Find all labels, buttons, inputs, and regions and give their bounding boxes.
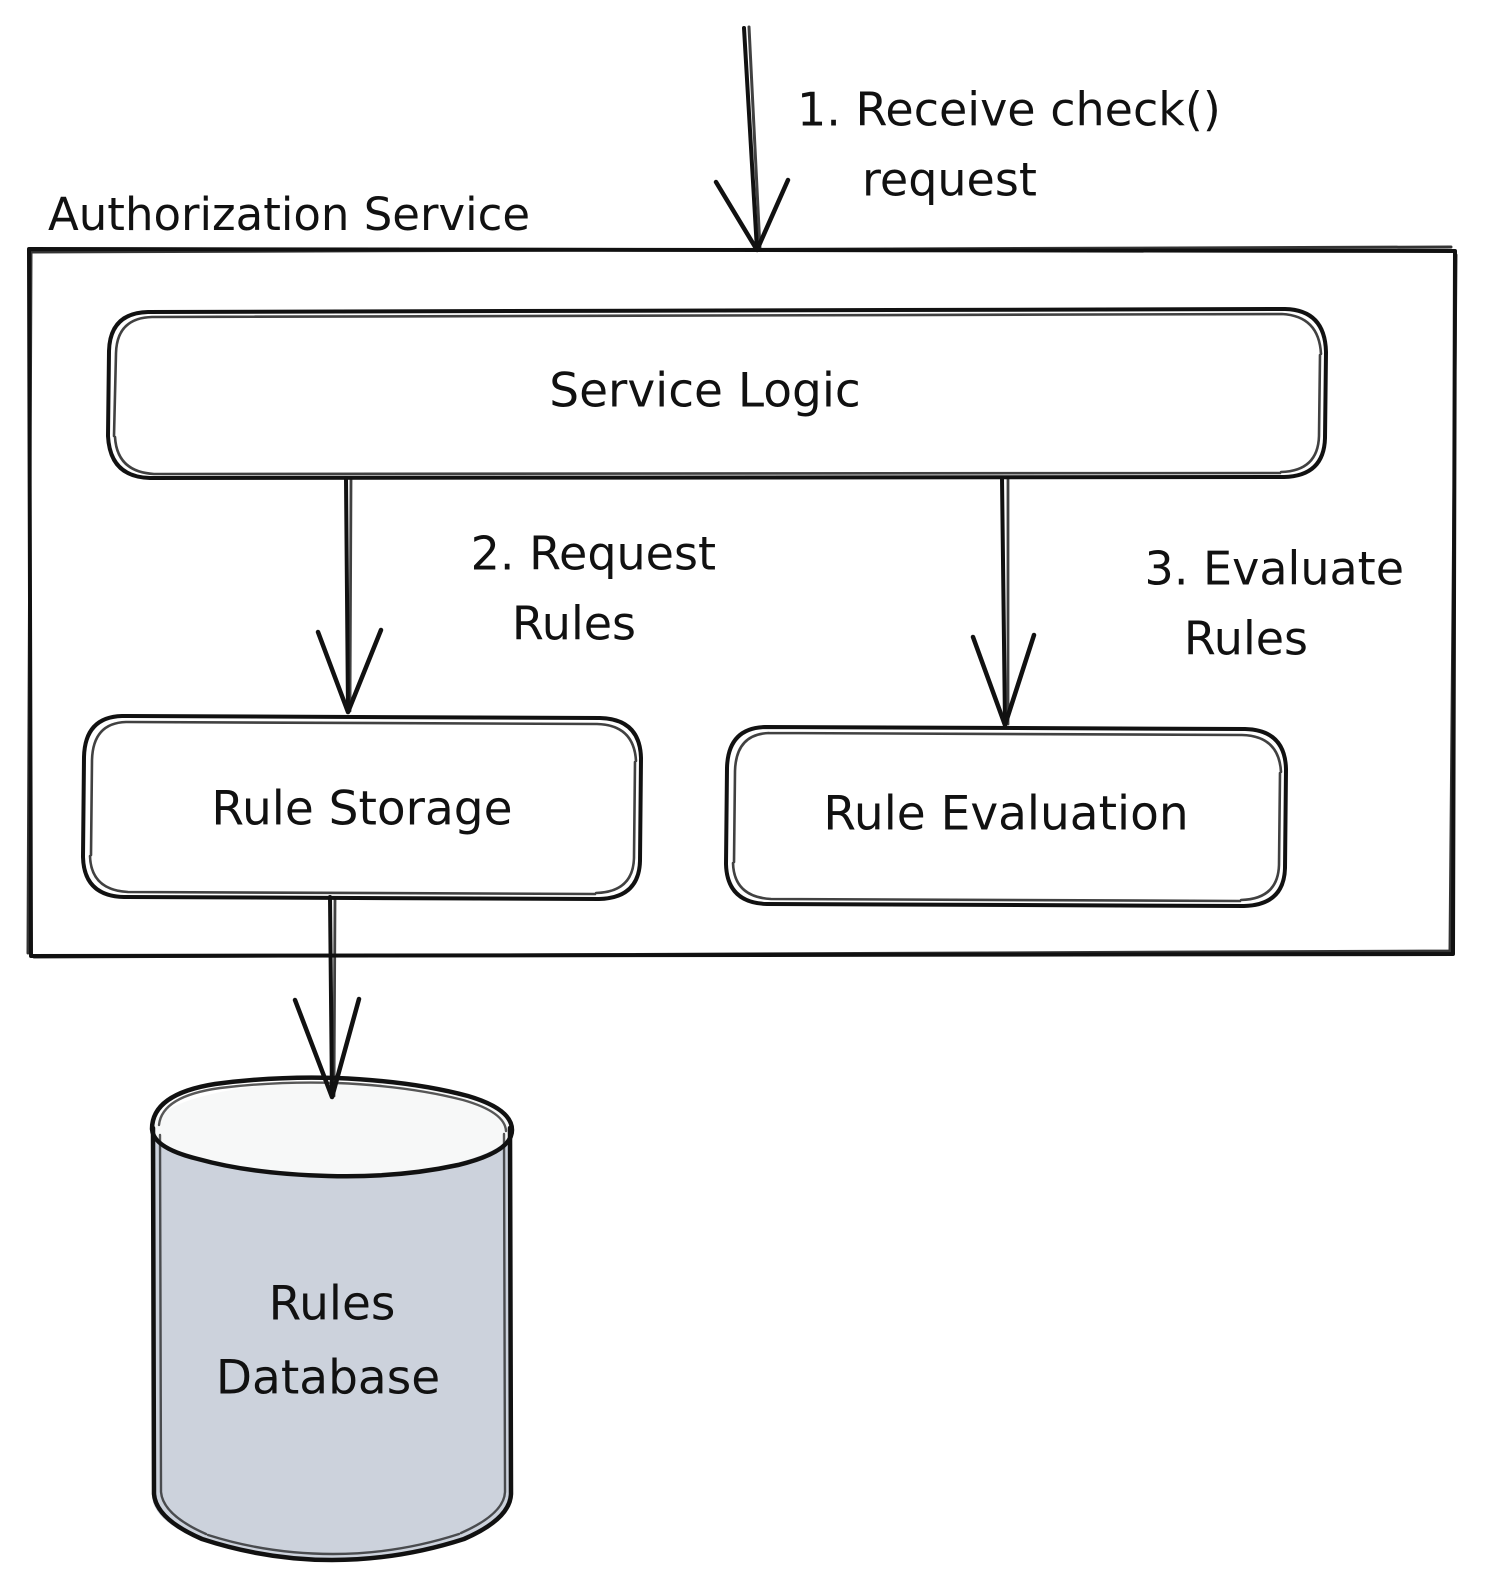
edge-1-label-line2: request [862, 153, 1037, 207]
node-rule-storage[interactable] [81, 714, 643, 901]
service-logic-box-sketch [112, 312, 1323, 476]
cylinder-body-fill [152, 1129, 512, 1562]
rule-evaluation-box-sketch [731, 731, 1283, 903]
cylinder-body-outline [150, 1125, 514, 1563]
node-rule-evaluation[interactable] [724, 725, 1288, 908]
edge-2-label-line1: 2. Request [471, 527, 716, 581]
edge-2-line [344, 476, 350, 714]
service-logic-label: Service Logic [549, 364, 861, 419]
rules-database-label-line2: Database [216, 1351, 440, 1406]
rule-storage-box-sketch [88, 720, 638, 896]
cylinder-top-fill [152, 1082, 512, 1176]
service-logic-box-primary [106, 307, 1328, 480]
edge-4-arrowhead [292, 996, 362, 1100]
edge-4-line-sketch [332, 898, 337, 1098]
rule-evaluation-label: Rule Evaluation [823, 787, 1188, 842]
rule-storage-box-primary [81, 714, 643, 901]
container-outline-sketch [26, 245, 1458, 959]
edge-1-label-line1: 1. Receive check() [797, 83, 1221, 137]
edge-3-arrowhead [970, 632, 1037, 728]
cylinder-body-outline-sketch [158, 1132, 507, 1556]
edge-4-storage-to-database [292, 895, 362, 1100]
edge-1-arrowhead [713, 177, 791, 253]
rule-storage-label: Rule Storage [211, 782, 512, 837]
rule-evaluation-box-primary [724, 725, 1288, 908]
edge-3-label-line2: Rules [1184, 612, 1308, 666]
edge-1-line [742, 26, 759, 252]
edge-2-request-rules [315, 476, 384, 715]
container-label: Authorization Service [48, 188, 530, 241]
edge-3-label-line1: 3. Evaluate [1145, 542, 1404, 596]
cylinder-top-outline [149, 1075, 515, 1179]
edge-1-receive-check-request [713, 25, 791, 253]
edge-2-label-line2: Rules [512, 597, 636, 651]
node-rules-database[interactable] [149, 1075, 515, 1563]
edge-1-line-sketch [747, 25, 762, 251]
edge-4-line [328, 895, 334, 1099]
rules-database-label-line1: Rules [269, 1277, 396, 1332]
node-service-logic[interactable] [106, 307, 1328, 480]
edge-2-line-sketch [348, 477, 353, 713]
edge-3-evaluate-rules [970, 476, 1037, 728]
edge-2-arrowhead [315, 627, 384, 715]
edge-3-line [1000, 476, 1007, 727]
